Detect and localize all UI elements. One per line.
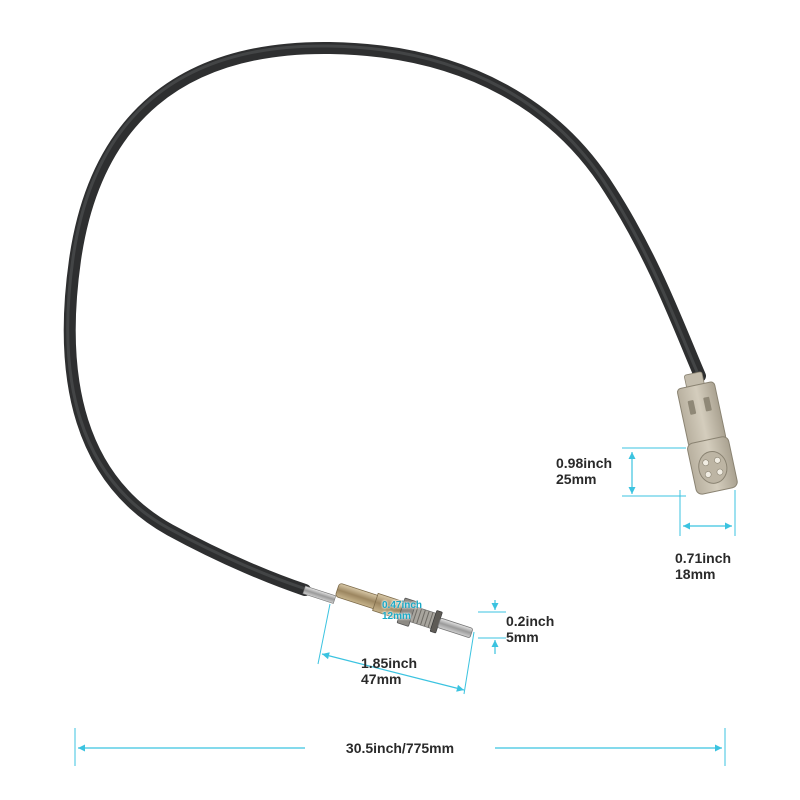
sensor-length-inch: 1.85inch bbox=[361, 655, 418, 671]
sensor-cable bbox=[63, 41, 706, 596]
label-total-length: 30.5inch/775mm bbox=[305, 740, 495, 756]
sensor-threads bbox=[409, 606, 437, 629]
label-tip-diameter: 0.2inch 5mm bbox=[506, 613, 554, 645]
dimension-sensor-length bbox=[317, 603, 475, 695]
cable-ferrule bbox=[302, 585, 337, 604]
label-sensor-length: 1.85inch 47mm bbox=[361, 655, 417, 687]
dimension-connector-width bbox=[679, 490, 736, 536]
sensor-length-mm: 47mm bbox=[361, 671, 402, 687]
label-connector-width: 0.71inch 18mm bbox=[675, 550, 731, 582]
connector-height-inch: 0.98inch bbox=[556, 455, 613, 471]
thread-diameter-mm: 12mm bbox=[382, 611, 411, 622]
thread-diameter-inch: 0.47inch bbox=[382, 600, 423, 611]
label-connector-height: 0.98inch 25mm bbox=[556, 455, 612, 487]
label-thread-diameter: 0.47inch 12mm bbox=[382, 600, 422, 622]
connector-width-inch: 0.71inch bbox=[675, 550, 732, 566]
dimension-connector-height bbox=[622, 447, 686, 497]
connector-width-mm: 18mm bbox=[675, 566, 716, 582]
dimension-tip-diameter bbox=[478, 600, 506, 654]
connector-height-mm: 25mm bbox=[556, 471, 597, 487]
sensor-body bbox=[335, 583, 473, 638]
tip-diameter-mm: 5mm bbox=[506, 629, 539, 645]
tip-diameter-inch: 0.2inch bbox=[506, 613, 555, 629]
sensor-connector bbox=[677, 371, 738, 495]
